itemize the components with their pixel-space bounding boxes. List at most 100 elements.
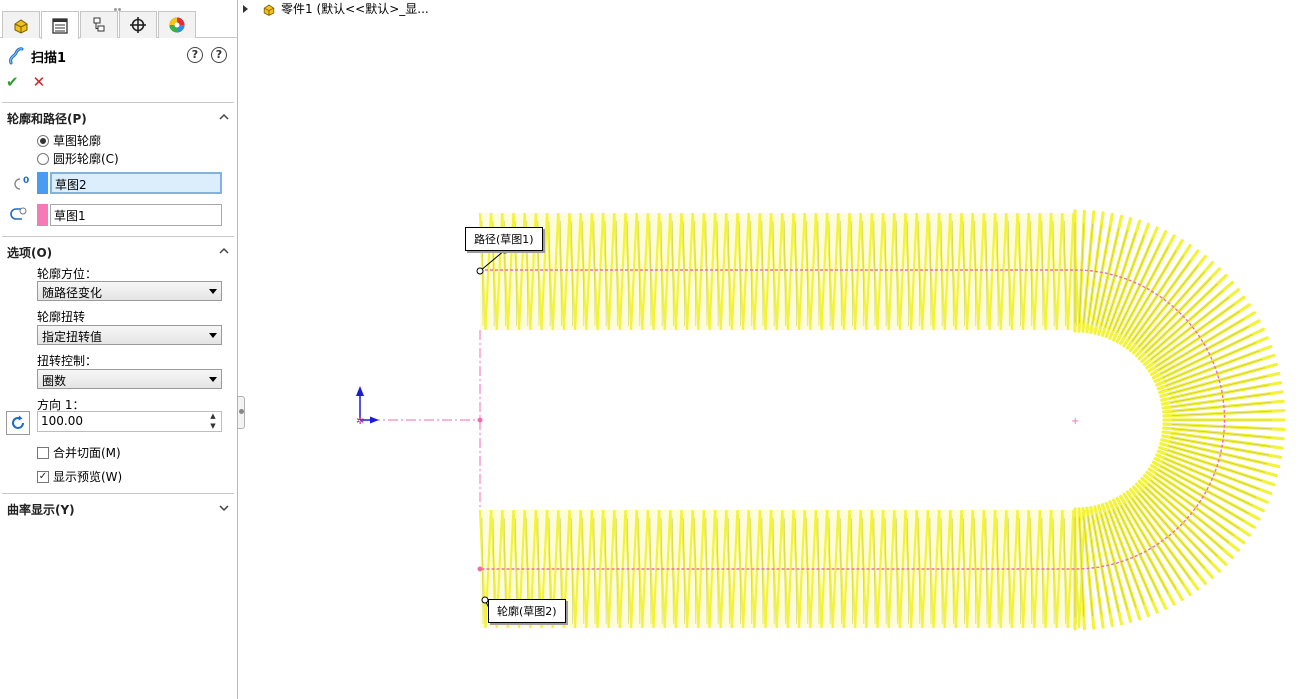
spin-up-icon[interactable]: ▲ — [210, 412, 216, 420]
reverse-direction-button[interactable] — [6, 411, 30, 435]
coil-shade — [649, 220, 652, 327]
orientation-select[interactable]: 随路径变化 — [37, 281, 222, 301]
part-name[interactable]: 零件1 (默认<<默认>_显... — [281, 2, 429, 16]
coil-turn — [658, 212, 672, 331]
coil-shade — [1171, 428, 1272, 439]
section-profile-path-header[interactable]: 轮廓和路径(P) — [7, 112, 87, 126]
merge-tangent-checkbox[interactable] — [37, 446, 49, 459]
profile-selection-box[interactable]: 草图2 — [37, 172, 222, 194]
expand-arrow-icon[interactable] — [243, 4, 248, 13]
direction-value-input[interactable]: 100.00 ▲ ▼ — [37, 411, 222, 432]
divider — [2, 493, 234, 494]
tab-display-manager[interactable] — [158, 11, 196, 38]
profile-callout[interactable]: 轮廓(草图2) — [488, 599, 566, 623]
coil-shade — [974, 220, 977, 327]
coil-shade — [627, 517, 629, 625]
coil-shade — [582, 517, 585, 625]
feature-tree-flyout[interactable]: 零件1 (默认<<默认>_显... — [243, 0, 429, 17]
coil-turn — [1016, 509, 1030, 629]
coil-shade — [918, 220, 921, 327]
coil-shade — [1091, 226, 1111, 325]
chevron-up-icon[interactable] — [219, 246, 229, 256]
coil-turn — [870, 212, 885, 331]
coil-shade — [1100, 513, 1128, 611]
coil-turn — [938, 509, 952, 629]
coil-shade — [1120, 246, 1169, 335]
graphics-viewport[interactable]: ✲ + — [239, 0, 1303, 699]
coil-turn — [904, 212, 918, 331]
path-selection-icon — [10, 207, 27, 220]
path-callout[interactable]: 路径(草图1) — [465, 227, 543, 251]
coil-turn — [747, 509, 761, 629]
cancel-button[interactable]: ✕ — [32, 73, 46, 91]
coil-turn — [478, 212, 493, 331]
twist-select[interactable]: 指定扭转值 — [37, 325, 222, 345]
tab-dimxpert-manager[interactable] — [119, 11, 157, 38]
show-preview-checkbox[interactable]: ✓ — [37, 470, 49, 483]
panel-collapse-handle[interactable] — [237, 396, 245, 429]
coil-turn — [579, 509, 593, 629]
coil-shade — [1164, 342, 1257, 383]
show-preview-option[interactable]: ✓ 显示预览(W) — [37, 468, 122, 485]
path-selection-value[interactable]: 草图1 — [50, 204, 222, 226]
twist-control-select[interactable]: 圈数 — [37, 369, 222, 389]
sketch-point[interactable] — [477, 417, 483, 423]
coil-turn — [848, 509, 862, 629]
ok-button[interactable]: ✔ — [6, 73, 19, 91]
tab-property-manager[interactable] — [41, 11, 79, 39]
coil-shade — [683, 517, 685, 625]
coil-shade — [728, 220, 730, 327]
rotate-icon — [12, 415, 24, 429]
section-curvature-header[interactable]: 曲率显示(Y) — [7, 503, 75, 517]
coil-turn — [826, 509, 840, 629]
path-callout-anchor[interactable] — [476, 267, 484, 275]
property-manager-panel: 扫描1 ? ? ✔ ✕ 轮廓和路径(P) 草图轮廓 圆形轮廓(C) 0 草图2 … — [0, 0, 238, 699]
tab-configuration-manager[interactable] — [80, 11, 118, 38]
coil-shade — [694, 220, 697, 327]
spin-down-icon[interactable]: ▼ — [210, 422, 216, 430]
merge-tangent-label: 合并切面(M) — [53, 446, 121, 460]
coil-turn — [646, 212, 661, 331]
coil-shade — [873, 220, 876, 327]
path-callout-leader — [479, 249, 506, 272]
twist-control-label: 扭转控制： — [37, 354, 98, 368]
section-options-header[interactable]: 选项(O) — [7, 246, 53, 260]
whats-new-help-icon[interactable]: ? — [187, 47, 203, 63]
coil-turn — [646, 509, 661, 629]
crosshair-icon — [130, 17, 146, 33]
sketch-profile-option[interactable]: 草图轮廓 — [37, 132, 101, 149]
tab-feature-manager[interactable] — [2, 11, 40, 38]
coil-turn — [994, 212, 1008, 331]
coil-shade — [728, 517, 730, 625]
coil-shade — [1116, 507, 1161, 598]
coil-turn — [971, 509, 985, 629]
merge-tangent-option[interactable]: 合并切面(M) — [37, 444, 121, 461]
path-selection-box[interactable]: 草图1 — [37, 204, 222, 226]
coil-shade — [1171, 432, 1271, 447]
radio-circular-profile[interactable] — [37, 152, 49, 165]
coil-shade — [1128, 255, 1184, 340]
circular-profile-option[interactable]: 圆形轮廓(C) — [37, 150, 119, 167]
coil-turn — [982, 509, 997, 629]
coil-shade — [929, 517, 932, 625]
coil-turn — [803, 212, 817, 331]
help-icon[interactable]: ? — [211, 47, 227, 63]
coil-turn — [770, 509, 784, 629]
panel-grip[interactable] — [114, 0, 122, 11]
property-manager-icon — [52, 17, 68, 34]
coil-turn — [915, 509, 929, 629]
coil-turn — [501, 509, 515, 629]
chevron-up-icon[interactable] — [219, 112, 229, 122]
coil-turn — [826, 212, 840, 331]
coil-shade — [1041, 220, 1044, 327]
chevron-down-icon[interactable] — [219, 503, 229, 513]
radio-sketch-profile[interactable] — [37, 134, 49, 147]
part-icon — [263, 4, 275, 16]
coil-turn — [859, 509, 873, 629]
profile-selection-value[interactable]: 草图2 — [50, 172, 222, 194]
coil-turn — [747, 212, 761, 331]
coil-shade — [548, 220, 551, 327]
coil-turn — [478, 509, 493, 629]
sketch-point[interactable] — [477, 566, 483, 572]
coil-shade — [907, 220, 909, 327]
